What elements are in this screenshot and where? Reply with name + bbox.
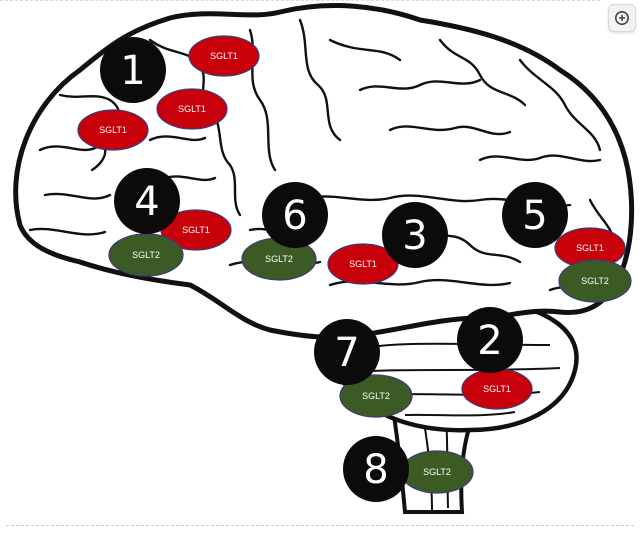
- top-border: [0, 0, 600, 4]
- badge-number: 8: [363, 447, 388, 493]
- transporter-sglt2-5: SGLT2: [108, 233, 184, 277]
- transporter-label: SGLT2: [581, 276, 609, 286]
- transporter-label: SGLT2: [265, 254, 293, 264]
- region-badge-8: 8: [343, 436, 409, 502]
- bottom-border: [6, 525, 634, 526]
- transporter-label: SGLT1: [99, 125, 127, 135]
- badge-circle: [314, 319, 380, 385]
- badge-circle: [502, 182, 568, 248]
- badge-number: 3: [402, 213, 427, 259]
- transporter-oval: [108, 233, 184, 277]
- transporter-sglt1-11: SGLT1: [461, 368, 533, 410]
- transporter-sglt2-12: SGLT2: [400, 450, 474, 494]
- region-badge-1: 1: [100, 37, 166, 103]
- badge-number: 7: [334, 330, 359, 376]
- zoom-in-icon: [615, 11, 629, 25]
- transporter-sglt1-3: SGLT1: [77, 109, 149, 151]
- transporter-sglt1-2: SGLT1: [156, 88, 228, 130]
- transporter-oval: [339, 374, 413, 418]
- transporter-sglt1-7: SGLT1: [327, 243, 399, 285]
- badge-number: 6: [282, 193, 307, 239]
- badge-number: 2: [477, 318, 502, 364]
- transporter-label: SGLT1: [210, 51, 238, 61]
- transporter-oval: [558, 259, 632, 303]
- badge-circle: [100, 37, 166, 103]
- region-badge-5: 5: [502, 182, 568, 248]
- region-badge-7: 7: [314, 319, 380, 385]
- transporter-oval: [156, 88, 228, 130]
- transporter-label: SGLT2: [423, 467, 451, 477]
- region-badge-6: 6: [262, 182, 328, 248]
- transporter-label: SGLT1: [576, 243, 604, 253]
- badge-circle: [457, 307, 523, 373]
- transporter-sglt1-8: SGLT1: [554, 227, 626, 269]
- transporter-label: SGLT2: [362, 391, 390, 401]
- badge-number: 4: [134, 179, 159, 225]
- transporter-label: SGLT1: [483, 384, 511, 394]
- region-badge-3: 3: [382, 202, 448, 268]
- badge-circle: [262, 182, 328, 248]
- transporter-sglt2-9: SGLT2: [558, 259, 632, 303]
- transporter-oval: [327, 243, 399, 285]
- badge-circle: [114, 168, 180, 234]
- transporter-label: SGLT1: [178, 104, 206, 114]
- transporter-oval: [188, 35, 260, 77]
- zoom-in-button[interactable]: [608, 4, 636, 32]
- badge-circle: [382, 202, 448, 268]
- transporter-sglt1-1: SGLT1: [188, 35, 260, 77]
- transporter-sglt2-10: SGLT2: [339, 374, 413, 418]
- transporter-oval: [77, 109, 149, 151]
- region-badge-4: 4: [114, 168, 180, 234]
- transporter-label: SGLT1: [182, 225, 210, 235]
- badge-circle: [343, 436, 409, 502]
- transporter-label: SGLT1: [349, 259, 377, 269]
- badge-number: 1: [120, 48, 145, 94]
- transporter-label: SGLT2: [132, 250, 160, 260]
- region-badge-2: 2: [457, 307, 523, 373]
- badge-number: 5: [522, 193, 547, 239]
